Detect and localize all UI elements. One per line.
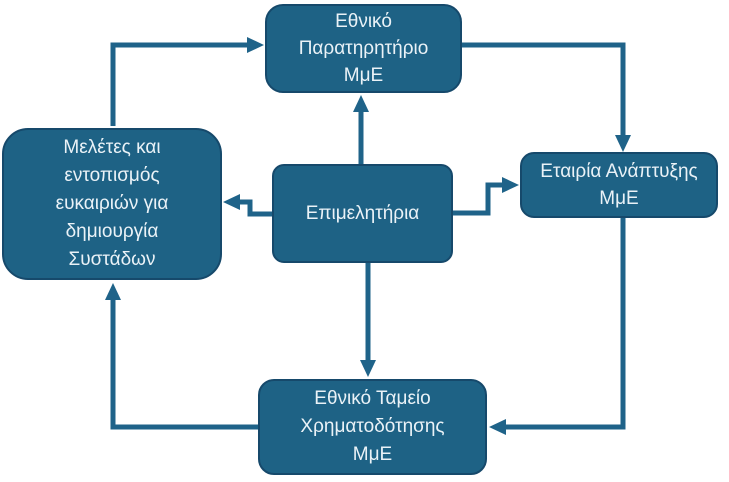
arrowhead-right-icon: [502, 177, 519, 193]
node-sme-development-company: Εταιρία Ανάπτυξης ΜμΕ: [520, 152, 718, 218]
node-label: Εταιρία Ανάπτυξης ΜμΕ: [540, 161, 698, 209]
connector-left-to-top: [110, 37, 264, 126]
node-label: Εθνικό Παρατηρητήριο ΜμΕ: [298, 11, 429, 86]
arrowhead-up-icon: [353, 95, 369, 112]
connector-center-to-bottom: [360, 263, 376, 377]
arrowhead-down-icon: [615, 135, 631, 152]
connector-center-to-top: [353, 95, 369, 166]
node-chambers: Επιμελητήρια: [272, 164, 453, 263]
arrowhead-up-icon: [105, 283, 121, 300]
arrowhead-left-icon: [489, 419, 506, 435]
arrowhead-left-icon: [223, 194, 240, 210]
connector-center-to-right: [453, 177, 519, 216]
node-label: Εθνικό Ταμείο Χρηματοδότησης ΜμΕ: [300, 388, 445, 465]
connector-bottom-to-left: [105, 283, 258, 430]
connector-top-to-right: [462, 42, 631, 152]
node-national-sme-observatory: Εθνικό Παρατηρητήριο ΜμΕ: [265, 4, 462, 93]
node-national-sme-financing-fund: Εθνικό Ταμείο Χρηματοδότησης ΜμΕ: [258, 379, 487, 475]
arrowhead-right-icon: [247, 37, 264, 53]
node-label: Μελέτες και εντοπισμός ευκαιριών για δημ…: [55, 137, 169, 270]
connector-center-to-left: [223, 194, 272, 217]
connector-right-to-bottom: [489, 218, 626, 435]
arrowhead-down-icon: [360, 360, 376, 377]
node-label: Επιμελητήρια: [305, 202, 420, 224]
node-cluster-opportunity-studies: Μελέτες και εντοπισμός ευκαιριών για δημ…: [2, 128, 222, 280]
